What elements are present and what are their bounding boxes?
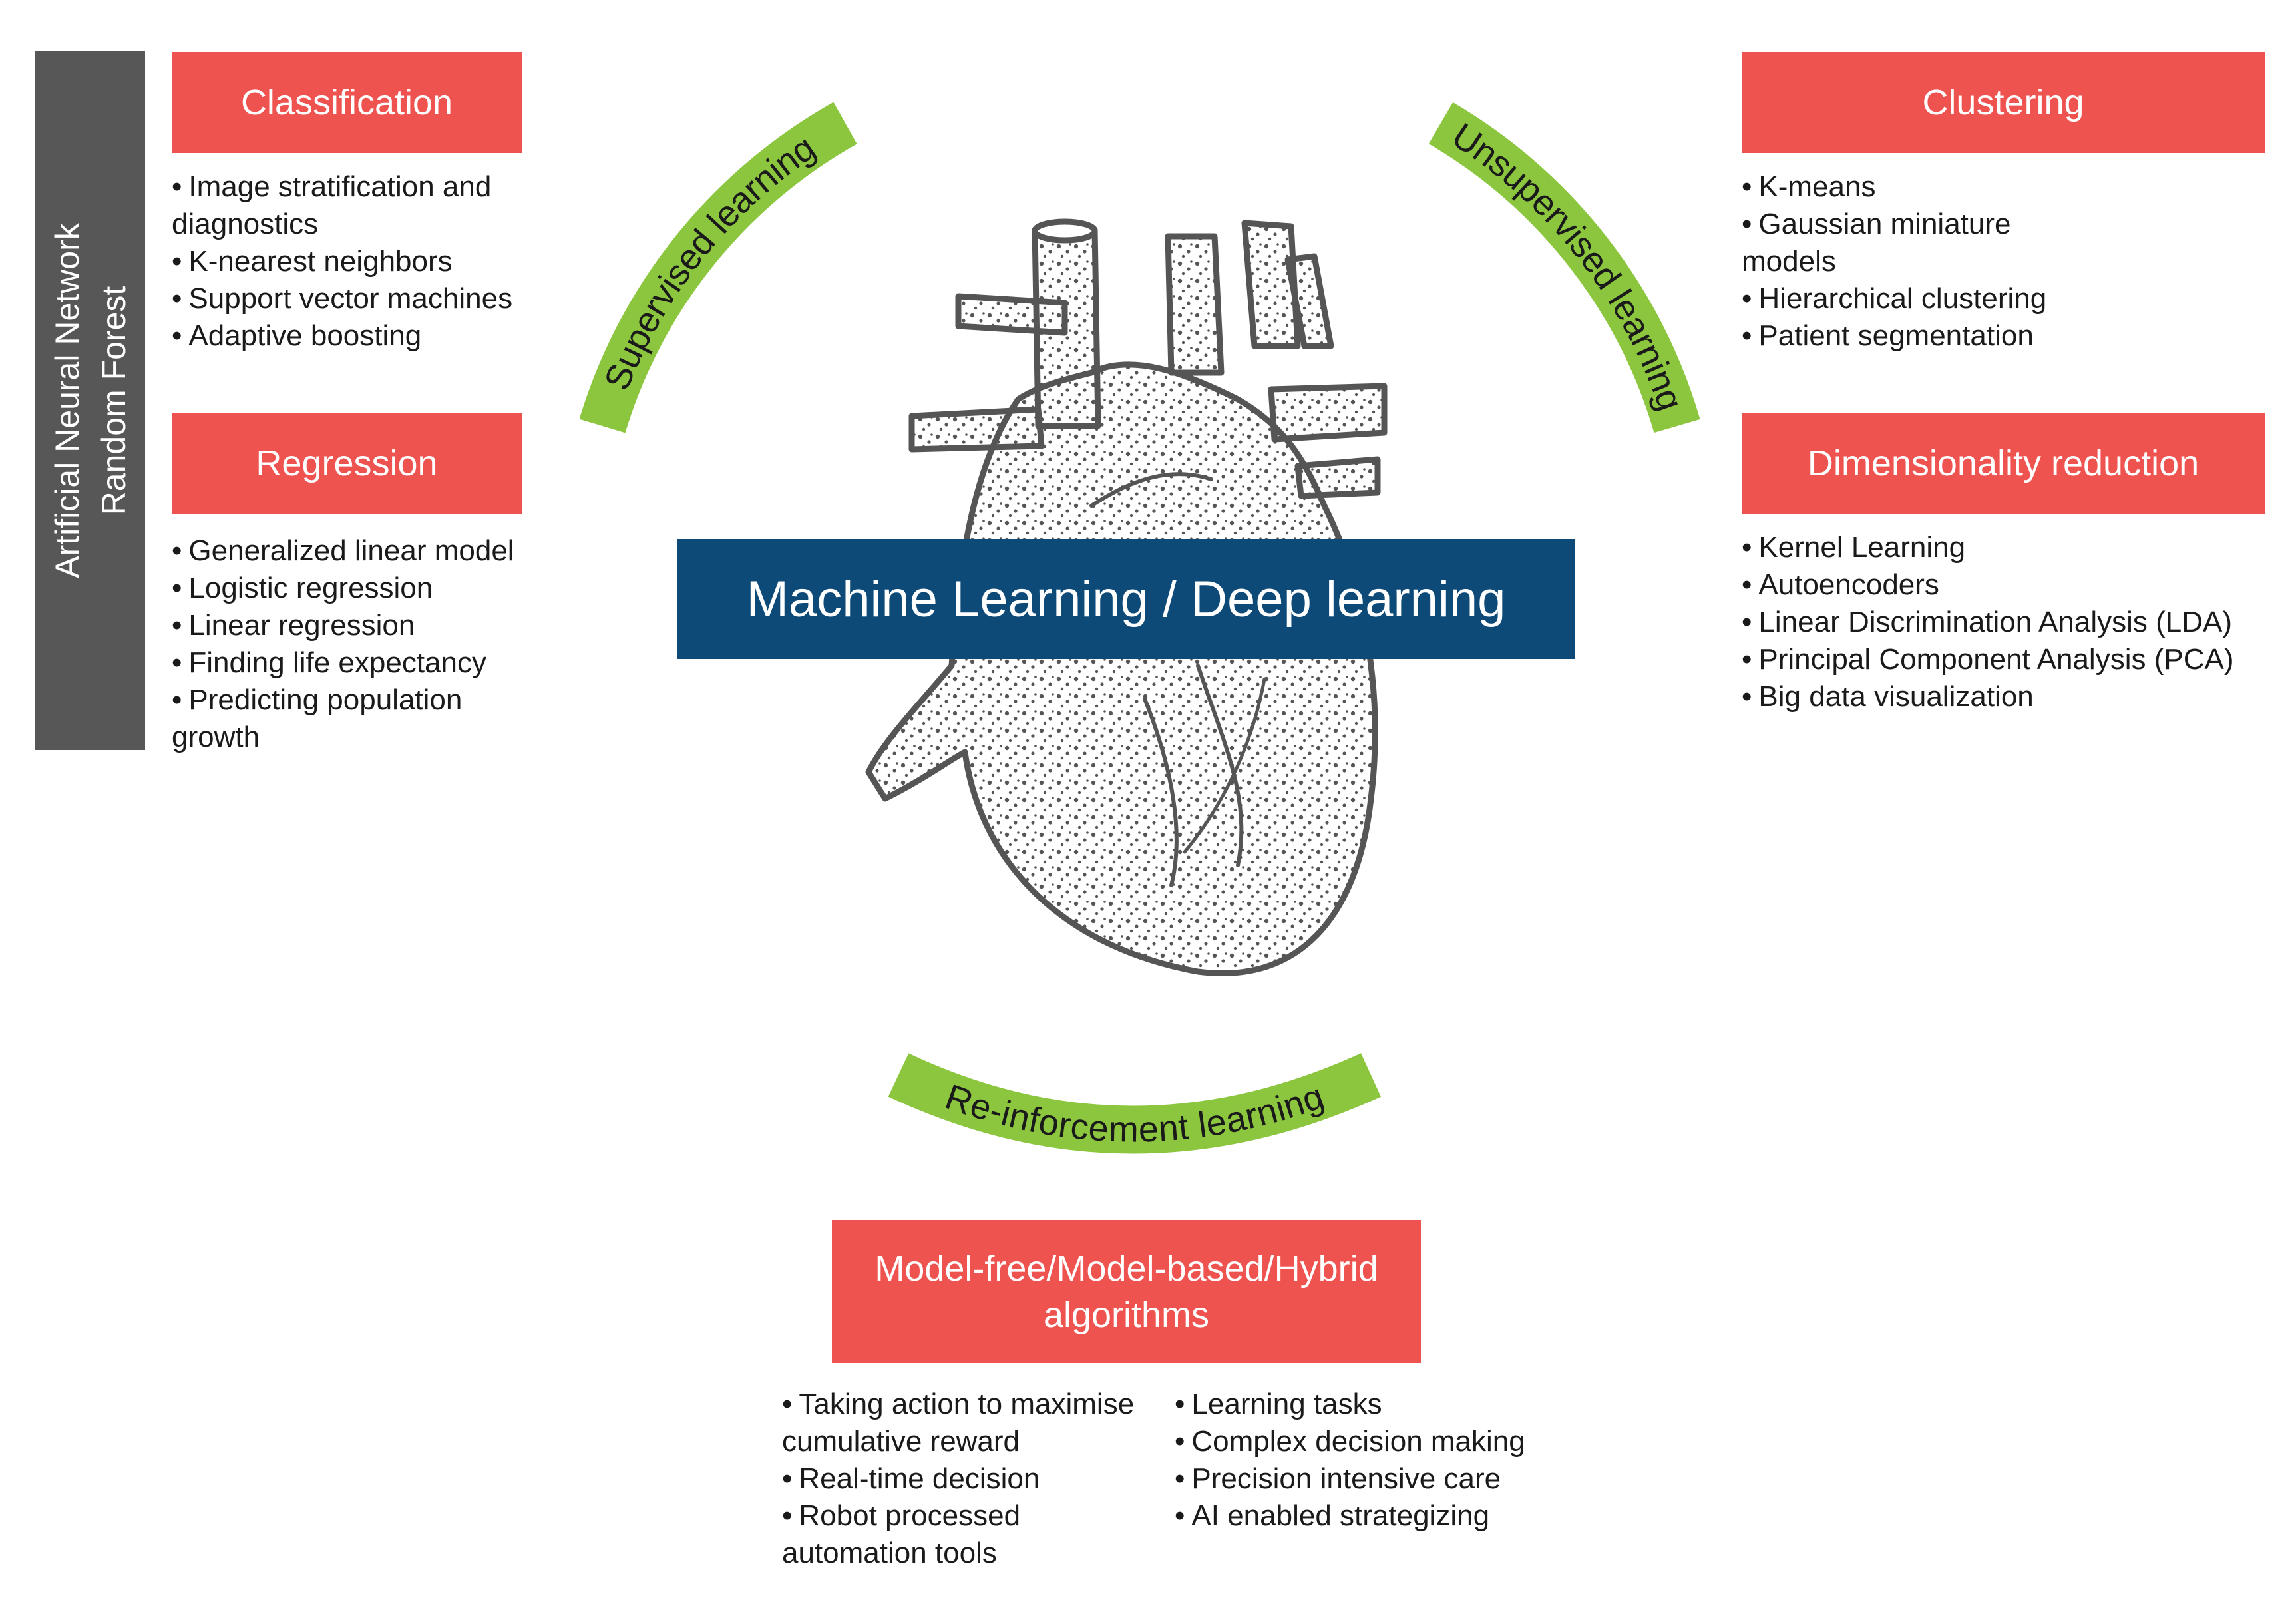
heart-icon <box>865 218 1388 977</box>
dimensionality-title: Dimensionality reduction <box>1807 443 2200 483</box>
supervised-label: Supervised learning <box>597 128 823 396</box>
list-item: •Predicting population <box>172 684 463 716</box>
center-title-box: Machine Learning / Deep learning <box>677 539 1575 659</box>
dimensionality-header: Dimensionality reduction <box>1742 413 2265 514</box>
list-item: •Generalized linear model <box>172 534 514 567</box>
classification-title: Classification <box>240 83 453 122</box>
model-free-left-list: •Taking action to maximise cumulative re… <box>782 1386 1134 1572</box>
regression-list: •Generalized linear model •Logistic regr… <box>172 532 514 756</box>
list-item: •Adaptive boosting <box>172 319 422 352</box>
regression-header: Regression <box>172 413 522 514</box>
model-free-title-line-1: Model-free/Model-based/Hybrid <box>874 1248 1378 1289</box>
list-item: •Image stratification and <box>172 170 492 203</box>
clustering-header: Clustering <box>1742 52 2265 153</box>
model-free-right-list: •Learning tasks •Complex decision making… <box>1175 1386 1525 1535</box>
list-item: •Linear regression <box>172 609 415 642</box>
list-item: automation tools <box>782 1537 997 1569</box>
regression-title: Regression <box>256 443 438 483</box>
list-item: •K-nearest neighbors <box>172 245 453 278</box>
list-item: •Logistic regression <box>172 572 433 604</box>
list-item: •Real-time decision <box>782 1462 1040 1495</box>
classification-list: •Image stratification and diagnostics •K… <box>172 168 512 355</box>
list-item: •Linear Discrimination Analysis (LDA) <box>1742 606 2232 638</box>
list-item: •Finding life expectancy <box>172 646 486 679</box>
side-panel: Artificial Neural Network Random Forest <box>35 51 145 750</box>
classification-header: Classification <box>172 52 522 153</box>
unsupervised-label: Unsupervised learning <box>1445 116 1690 416</box>
list-item: •Autoencoders <box>1742 568 1939 601</box>
list-item: •Complex decision making <box>1175 1425 1525 1458</box>
list-item: diagnostics <box>172 208 319 240</box>
list-item: •Support vector machines <box>172 282 513 315</box>
list-item: •Kernel Learning <box>1742 531 1966 564</box>
dimensionality-list: •Kernel Learning •Autoencoders •Linear D… <box>1742 529 2233 715</box>
list-item: models <box>1742 245 1836 278</box>
reinforcement-arc: Re-inforcement learning <box>898 1075 1371 1150</box>
unsupervised-arc: Unsupervised learning <box>1441 116 1691 426</box>
list-item: •Big data visualization <box>1742 680 2034 713</box>
list-item: •Taking action to maximise <box>782 1388 1135 1420</box>
center-title: Machine Learning / Deep learning <box>746 570 1506 628</box>
list-item: •Learning tasks <box>1175 1388 1382 1420</box>
list-item: •Patient segmentation <box>1742 319 2034 352</box>
supervised-arc: Supervised learning <box>597 123 845 426</box>
model-free-header: Model-free/Model-based/Hybrid algorithms <box>832 1220 1421 1363</box>
list-item: •Robot processed <box>782 1500 1021 1532</box>
list-item: •Precision intensive care <box>1175 1462 1501 1495</box>
list-item: •Gaussian miniature <box>1742 208 2011 240</box>
list-item: •AI enabled strategizing <box>1175 1500 1490 1532</box>
clustering-title: Clustering <box>1922 83 2084 122</box>
clustering-list: •K-means •Gaussian miniature models •Hie… <box>1742 168 2046 355</box>
list-item: cumulative reward <box>782 1425 1020 1458</box>
model-free-title-line-2: algorithms <box>1043 1295 1210 1335</box>
list-item: •K-means <box>1742 170 1876 203</box>
list-item: •Hierarchical clustering <box>1742 282 2047 315</box>
list-item: •Principal Component Analysis (PCA) <box>1742 643 2234 676</box>
list-item: growth <box>172 721 260 753</box>
